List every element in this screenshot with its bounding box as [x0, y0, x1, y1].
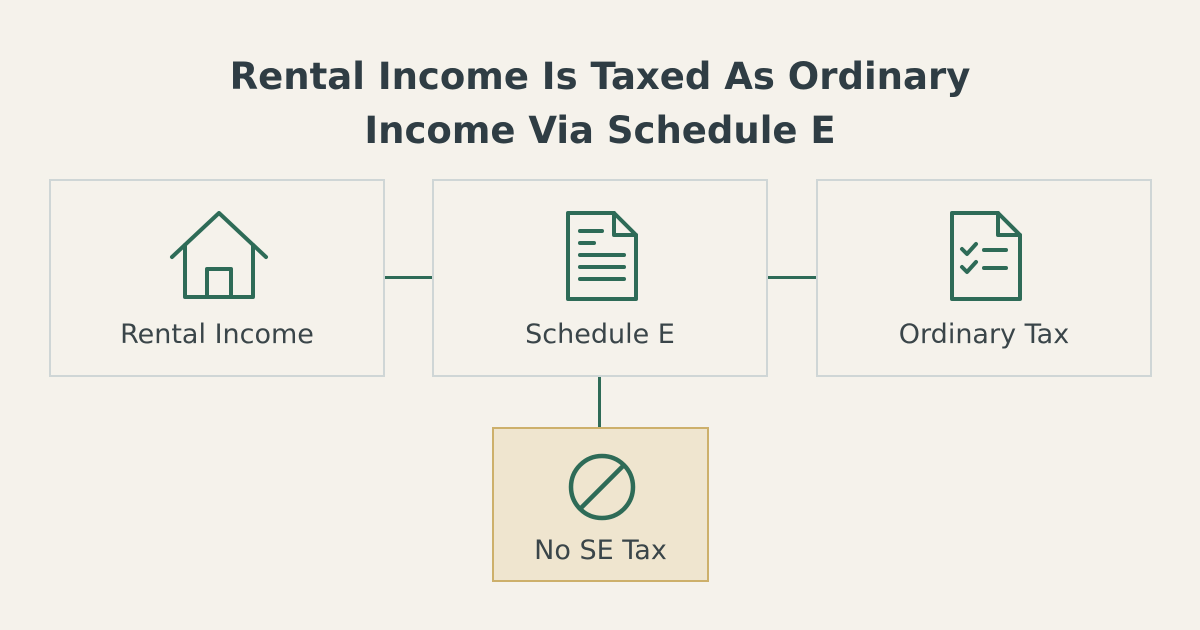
- checklist-document-icon: [948, 209, 1024, 303]
- connector-rental-to-schedule: [385, 276, 432, 279]
- node-schedule-e: Schedule E: [432, 179, 768, 377]
- node-rental-income: Rental Income: [49, 179, 385, 377]
- connector-schedule-to-ordinary: [768, 276, 816, 279]
- connector-schedule-to-no-se-tax: [598, 377, 601, 427]
- house-icon: [169, 211, 269, 301]
- title-line-1: Rental Income Is Taxed As Ordinary: [229, 55, 971, 98]
- node-label-rental-income: Rental Income: [120, 319, 314, 350]
- node-ordinary-tax: Ordinary Tax: [816, 179, 1152, 377]
- node-label-no-se-tax: No SE Tax: [534, 535, 667, 566]
- node-label-schedule-e: Schedule E: [525, 319, 675, 350]
- node-label-ordinary-tax: Ordinary Tax: [898, 319, 1070, 350]
- node-no-se-tax: No SE Tax: [492, 427, 709, 582]
- prohibited-icon: [566, 451, 638, 523]
- document-icon: [564, 209, 640, 303]
- diagram-title: Rental Income Is Taxed As Ordinary Incom…: [0, 50, 1200, 158]
- title-line-2: Income Via Schedule E: [364, 109, 836, 152]
